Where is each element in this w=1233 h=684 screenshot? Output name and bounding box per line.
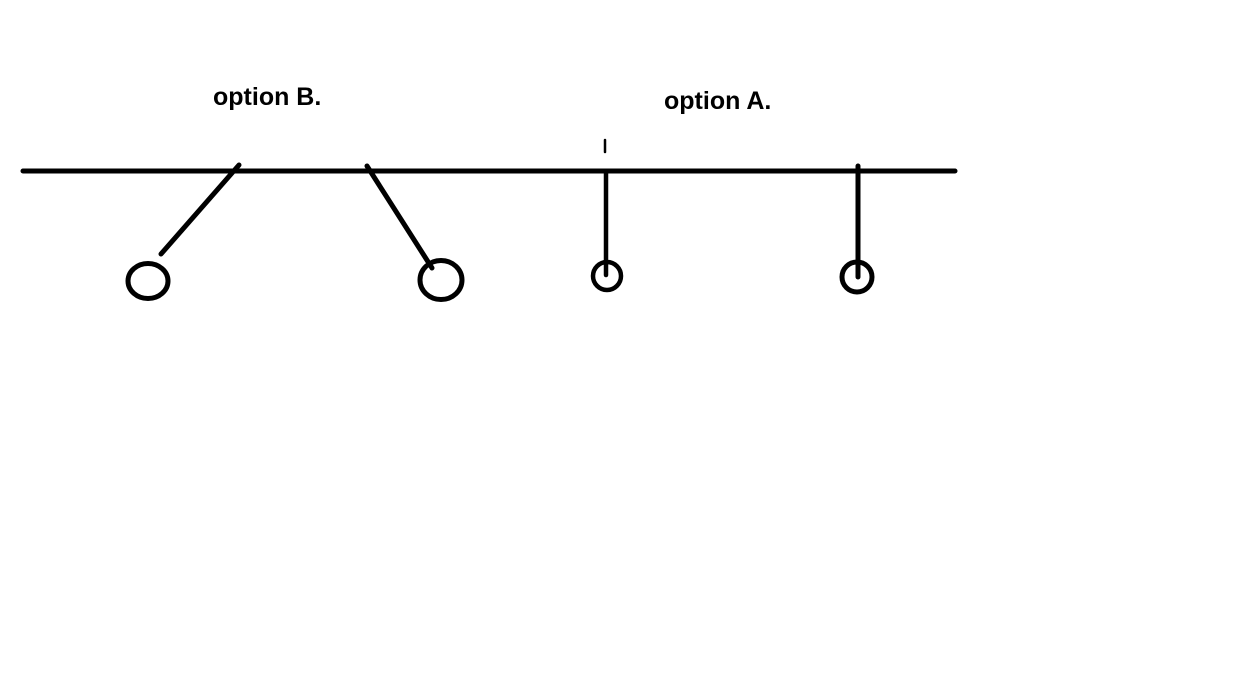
pendulum-b-left-bob <box>125 261 171 301</box>
pendulum-b-right-string <box>364 163 435 271</box>
pendulum-b-left-string <box>158 162 242 257</box>
pendulum-b-right-bob <box>417 258 465 302</box>
pendulum-a-right-bob <box>839 259 875 295</box>
option-b-label: option B. <box>213 83 322 111</box>
option-a-label: option A. <box>664 87 772 115</box>
pendulum-a-left-bob <box>590 259 624 293</box>
